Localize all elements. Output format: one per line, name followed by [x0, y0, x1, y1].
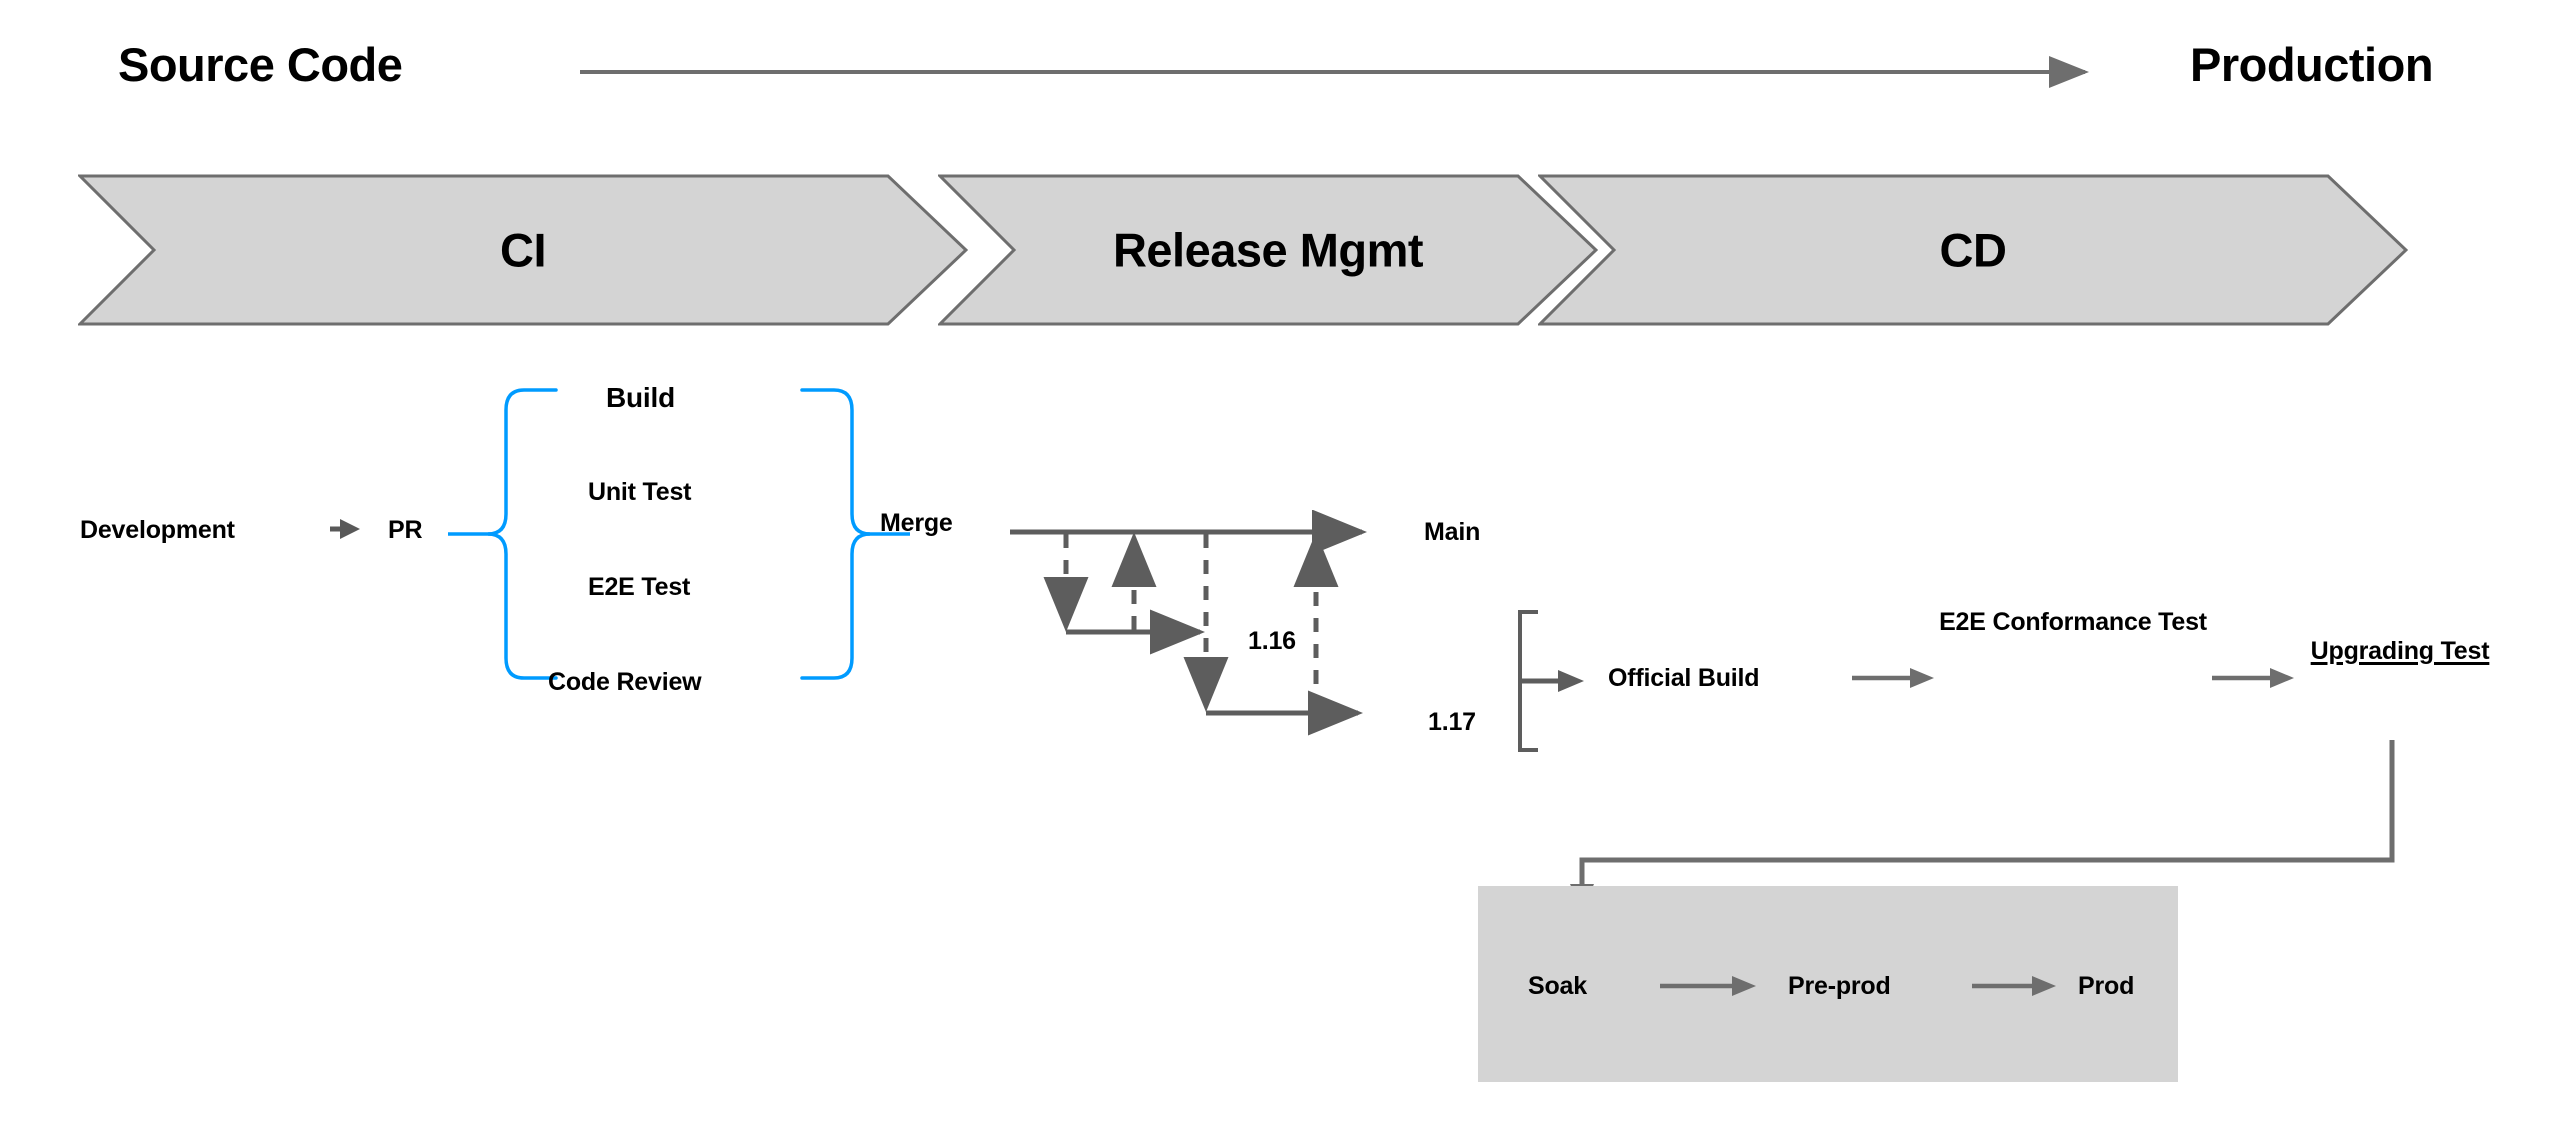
node-pre-prod: Pre-prod — [1788, 972, 1891, 1000]
branch-label-117: 1.17 — [1428, 708, 1476, 736]
branch-group-bracket-icon — [1518, 610, 1584, 752]
node-e2e-conformance-test: E2E Conformance Test — [1939, 608, 2207, 636]
conformance-to-upgrading-arrow-icon — [2212, 668, 2294, 688]
soak-to-preprod-arrow-icon — [1660, 976, 1756, 996]
node-official-build: Official Build — [1608, 664, 1760, 692]
node-merge: Merge — [880, 509, 953, 537]
node-prod: Prod — [2078, 972, 2135, 1000]
phase-chevron-ci[interactable]: CI — [78, 174, 968, 326]
node-development: Development — [80, 516, 235, 544]
node-upgrading-test: Upgrading Test — [2310, 637, 2490, 665]
node-unit-test: Unit Test — [588, 478, 692, 506]
source-to-production-arrow-icon — [580, 56, 2089, 88]
brace-close-right-icon — [800, 388, 910, 680]
preprod-to-prod-arrow-icon — [1972, 976, 2056, 996]
node-e2e-test: E2E Test — [588, 573, 691, 601]
node-build: Build — [606, 382, 675, 413]
phase-chevron-release-mgmt[interactable]: Release Mgmt — [938, 174, 1598, 326]
phase-chevron-cd[interactable]: CD — [1538, 174, 2408, 326]
branch-graph — [1010, 510, 1367, 736]
source-code-label: Source Code — [118, 38, 403, 91]
official-build-to-conformance-arrow-icon — [1852, 668, 1934, 688]
brace-close-icon — [478, 386, 588, 686]
node-pr: PR — [388, 516, 423, 544]
branch-label-main: Main — [1424, 518, 1481, 546]
development-to-pr-arrow-icon — [330, 519, 360, 539]
production-label: Production — [2190, 38, 2434, 91]
branch-label-116: 1.16 — [1248, 627, 1296, 655]
node-code-review: Code Review — [548, 668, 702, 696]
brace-open-icon — [448, 388, 558, 680]
node-soak: Soak — [1528, 972, 1587, 1000]
cd-stage-box — [1478, 886, 2178, 1082]
